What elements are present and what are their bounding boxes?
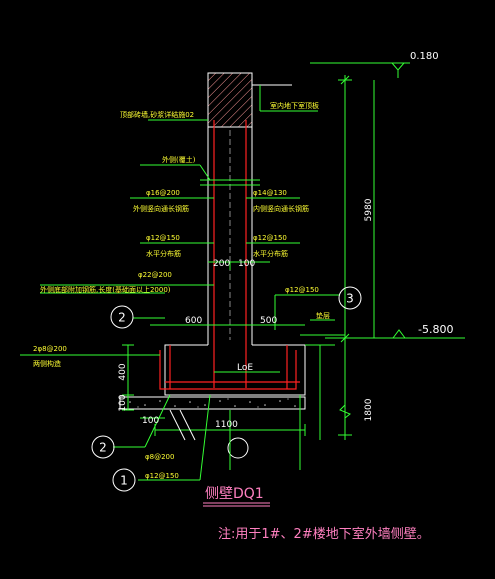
bubble-label: 1 [120, 474, 128, 488]
drawing-note: 注:用于1#、2#楼地下室外墙侧壁。 [218, 526, 430, 542]
dim-wall-100: 100 [238, 259, 255, 269]
callout-h-left-desc: 水平分布筋 [146, 249, 181, 258]
wall-outline [164, 72, 306, 396]
callout-rebar-h-right: φ12@150 [253, 234, 287, 242]
callout-rebar-h-left: φ12@150 [146, 234, 180, 242]
concrete-base [119, 396, 306, 410]
callout-outer-v-desc: 外侧竖向通长钢筋 [133, 204, 189, 213]
callout-rebar-footing: 2φ8@200 [33, 345, 67, 353]
bubble-label: 2 [99, 441, 107, 455]
callout-rebar-3: φ12@150 [285, 286, 319, 294]
bubble-label: 2 [118, 311, 126, 325]
footing-outline [164, 344, 306, 396]
callout-rebar-outer-v: φ16@200 [146, 189, 180, 197]
drain-pipe [227, 437, 249, 459]
bubble-1: 1 [112, 468, 136, 492]
dim-wall-200: 200 [213, 259, 230, 269]
dim-footing-1100: 1100 [215, 420, 238, 430]
dim-footing-500: 500 [260, 316, 277, 326]
callout-rebar-inner-v: φ14@130 [253, 189, 287, 197]
drawing-title: 侧壁DQ1 [205, 486, 264, 502]
callout-cushion: 垫层 [316, 311, 330, 320]
bubble-2-top: 2 [110, 305, 134, 329]
dim-footing-400: 400 [118, 363, 128, 380]
callout-rebar-1: φ12@150 [145, 472, 179, 480]
callout-extra-desc: 外侧底部附加钢筋,长度(基础面以上2000) [40, 285, 171, 294]
base-leaders [169, 409, 196, 441]
elevation-top: 0.180 [410, 51, 439, 62]
rebar-lines [159, 120, 300, 390]
callout-rebar-2: φ8@200 [145, 453, 174, 461]
callout-brick: 顶部砖墙,砂浆详结施02 [120, 110, 194, 119]
callout-backfill: 外侧(覆土) [162, 155, 196, 164]
dim-height-upper: 5980 [364, 198, 374, 221]
bubble-3: 3 [338, 286, 362, 310]
dim-offset-100: 100 [142, 416, 159, 426]
callout-indoor-floor: 室内地下室顶板 [270, 101, 319, 110]
brick-parapet [207, 72, 253, 128]
bubble-2-bottom: 2 [91, 435, 115, 459]
callout-rebar-extra: φ22@200 [138, 271, 172, 279]
dim-loe: LoE [237, 363, 253, 373]
callout-footing-desc: 两侧构造 [33, 359, 61, 368]
callout-h-right-desc: 水平分布筋 [253, 249, 288, 258]
dim-base-100: 100 [118, 394, 128, 411]
callout-inner-v-desc: 内侧竖向通长钢筋 [253, 204, 309, 213]
break-marks [339, 404, 351, 419]
dim-height-lower: 1800 [364, 398, 374, 421]
elevation-bottom: -5.800 [418, 323, 453, 336]
bubble-label: 3 [346, 292, 354, 306]
dim-footing-600: 600 [185, 316, 202, 326]
